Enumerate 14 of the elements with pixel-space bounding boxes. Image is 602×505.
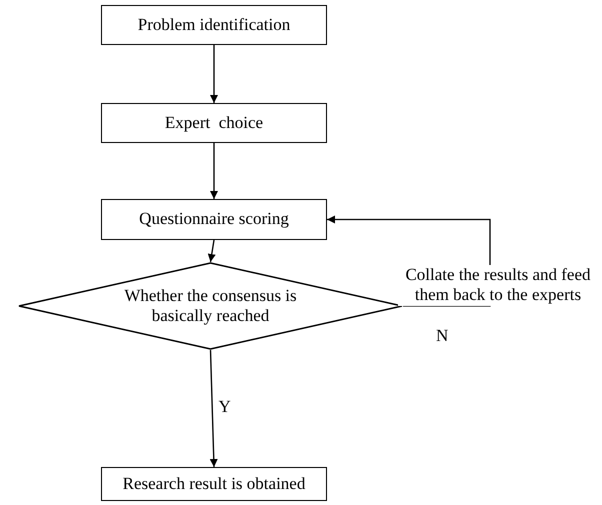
process-box <box>101 5 327 45</box>
node-text: Expert choice <box>164 112 264 134</box>
process-box <box>101 467 327 501</box>
decision-diamond <box>18 262 403 350</box>
arrow <box>208 240 216 262</box>
node-text: Questionnaire scoring <box>139 209 289 230</box>
arrow <box>210 143 218 199</box>
process-box <box>101 103 327 143</box>
node-text: Whether the consensus is basically reached <box>123 286 298 326</box>
arrow <box>210 45 218 103</box>
node-text: Research result is obtained <box>122 474 306 494</box>
process-box <box>101 199 327 240</box>
node-text: Problem identification <box>138 14 290 36</box>
arrow <box>210 350 218 468</box>
